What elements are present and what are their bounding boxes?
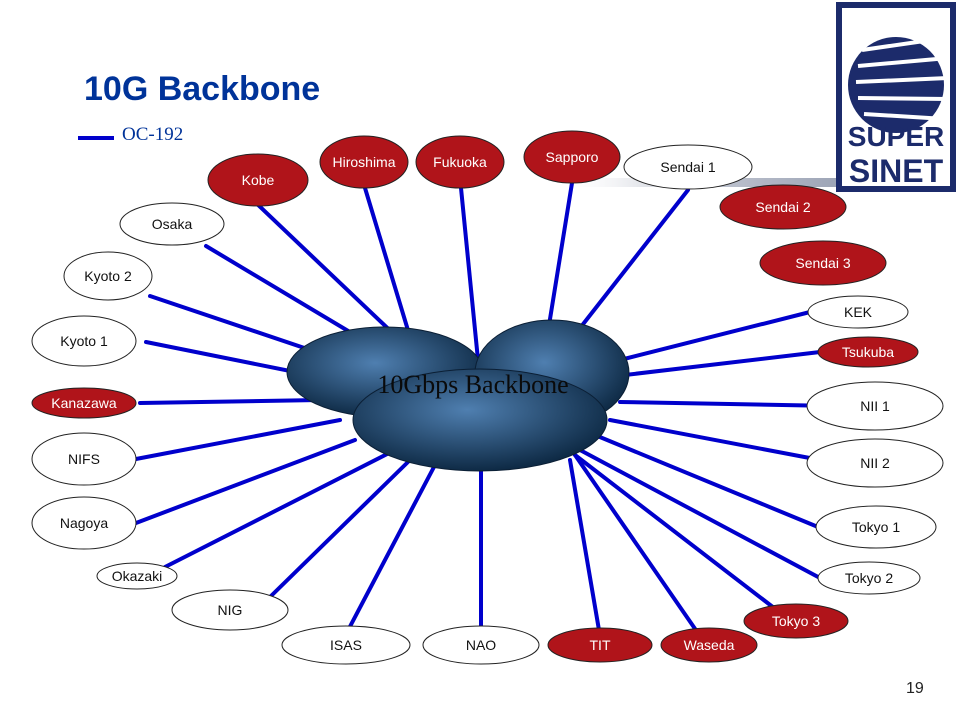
node-nig: NIG <box>171 589 289 631</box>
node-nii-1: NII 1 <box>806 381 944 431</box>
node-label-sendai-1: Sendai 1 <box>660 159 715 175</box>
node-label-sendai-3: Sendai 3 <box>795 255 850 271</box>
node-waseda: Waseda <box>660 627 758 663</box>
node-kanazawa: Kanazawa <box>31 387 137 419</box>
node-nao: NAO <box>422 625 540 665</box>
node-label-tokyo-3: Tokyo 3 <box>772 613 820 629</box>
node-label-sendai-2: Sendai 2 <box>755 199 810 215</box>
node-sendai-3: Sendai 3 <box>759 240 887 286</box>
node-kobe: Kobe <box>207 153 309 207</box>
node-label-nii-2: NII 2 <box>860 455 890 471</box>
legend-label: OC-192 <box>122 124 184 145</box>
node-nii-2: NII 2 <box>806 438 944 488</box>
node-tit: TIT <box>547 627 653 663</box>
node-nagoya: Nagoya <box>31 496 137 550</box>
node-label-waseda: Waseda <box>684 637 735 653</box>
node-label-kyoto-2: Kyoto 2 <box>84 268 132 284</box>
backbone-label: 10Gbps Backbone <box>377 370 568 399</box>
node-kek: KEK <box>807 295 909 329</box>
page-title: 10G Backbone <box>84 70 321 108</box>
site-nodes: Hiroshima Fukuoka Sapporo Sendai 1 Kobe … <box>31 130 944 665</box>
node-label-kyoto-1: Kyoto 1 <box>60 333 108 349</box>
node-fukuoka: Fukuoka <box>415 135 505 189</box>
node-label-fukuoka: Fukuoka <box>433 154 487 170</box>
node-label-nagoya: Nagoya <box>60 515 108 531</box>
node-tokyo-2: Tokyo 2 <box>817 561 921 595</box>
node-nifs: NIFS <box>31 432 137 486</box>
node-label-isas: ISAS <box>330 637 362 653</box>
super-sinet-logo: SUPER SINET <box>836 2 956 192</box>
node-isas: ISAS <box>281 625 411 665</box>
node-osaka: Osaka <box>119 202 225 246</box>
node-label-nii-1: NII 1 <box>860 398 890 414</box>
node-label-tit: TIT <box>590 637 611 653</box>
node-label-kobe: Kobe <box>242 172 275 188</box>
node-okazaki: Okazaki <box>96 562 178 590</box>
node-kyoto-2: Kyoto 2 <box>63 251 153 301</box>
node-label-sapporo: Sapporo <box>546 149 599 165</box>
node-label-tokyo-2: Tokyo 2 <box>845 570 893 586</box>
node-label-tsukuba: Tsukuba <box>842 344 894 360</box>
legend-line-swatch <box>78 136 114 140</box>
logo-text-sinet: SINET <box>849 153 944 189</box>
node-label-nig: NIG <box>218 602 243 618</box>
node-label-nao: NAO <box>466 637 496 653</box>
backbone-cloud: 10Gbps Backbone <box>286 319 630 472</box>
node-sapporo: Sapporo <box>523 130 621 184</box>
node-hiroshima: Hiroshima <box>319 135 409 189</box>
node-sendai-1: Sendai 1 <box>623 144 753 190</box>
page-number: 19 <box>906 680 924 697</box>
node-tsukuba: Tsukuba <box>817 336 919 368</box>
node-label-okazaki: Okazaki <box>112 568 163 584</box>
node-label-kanazawa: Kanazawa <box>51 395 117 411</box>
node-label-tokyo-1: Tokyo 1 <box>852 519 900 535</box>
node-kyoto-1: Kyoto 1 <box>31 315 137 367</box>
node-label-kek: KEK <box>844 304 873 320</box>
node-sendai-2: Sendai 2 <box>719 184 847 230</box>
node-tokyo-1: Tokyo 1 <box>815 505 937 549</box>
node-tokyo-3: Tokyo 3 <box>743 603 849 639</box>
node-label-osaka: Osaka <box>152 216 193 232</box>
node-label-hiroshima: Hiroshima <box>332 154 395 170</box>
logo-text-super: SUPER <box>848 121 944 152</box>
node-label-nifs: NIFS <box>68 451 100 467</box>
